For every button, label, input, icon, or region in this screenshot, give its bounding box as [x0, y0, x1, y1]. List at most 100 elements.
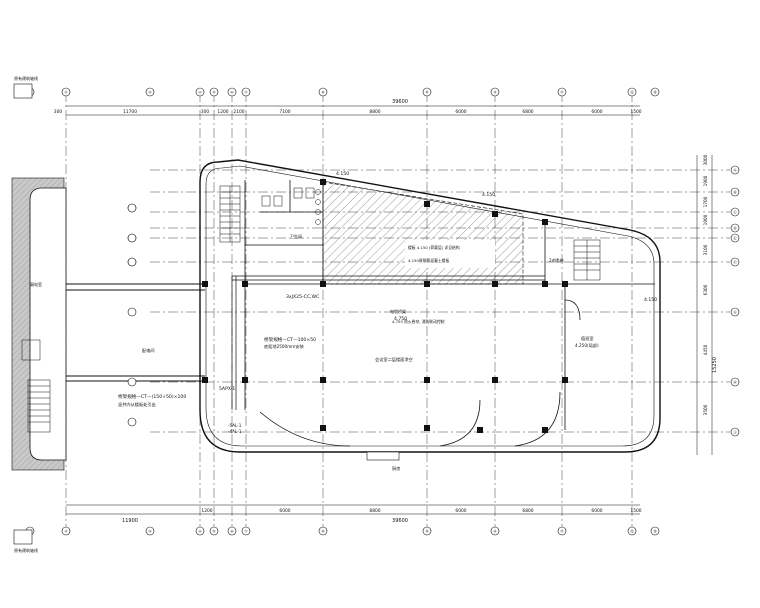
side-room-label: 值班室: [581, 335, 594, 342]
column: [202, 281, 208, 287]
level-4: 4.150: [644, 297, 657, 303]
column: [424, 281, 430, 287]
grid-bubble-label: Ⓒ: [733, 209, 737, 214]
dim-right-value: 3100: [703, 244, 708, 255]
dim-top-value: 6000: [591, 109, 602, 115]
grid-bubble: [557, 87, 567, 97]
grid-bubble: [730, 377, 740, 387]
grid-bubble-label: ⑪: [560, 89, 564, 94]
grid-bubble: [422, 87, 432, 97]
grid-bubble-label: ⑫: [630, 528, 634, 533]
stair-room-label: 2#楼梯: [549, 257, 564, 264]
corner-box-top: [13, 83, 33, 99]
main-entrance: [366, 451, 400, 461]
grid-bubble: [318, 526, 328, 536]
dim-top-value: 6000: [455, 109, 466, 115]
grid-bubble: [227, 526, 237, 536]
grid-bubble: [730, 307, 740, 317]
left-stair: [21, 339, 51, 433]
dashed-note: 电缆桥架: [390, 308, 406, 314]
structural-columns: [202, 179, 568, 433]
column: [424, 425, 430, 431]
tray-1b-label: 底距地2500mm安装: [264, 343, 305, 350]
dim-bottom-total: 39600: [392, 518, 408, 524]
column: [492, 377, 498, 383]
grid-bubble-label: ⑧: [321, 90, 325, 94]
corner-tag-bottom: 原有建筑轴线: [14, 547, 38, 553]
left-equip-label: 配电间: [142, 347, 155, 354]
dim-bottom-value: 6000: [455, 508, 466, 514]
dim-top-value: 1500: [630, 109, 641, 115]
level-2: 4.150: [482, 192, 495, 198]
grid-bubble-label: ⑧: [321, 529, 325, 533]
grid-bubble-label: ②: [64, 90, 67, 94]
dim-bottom-value: 1200: [201, 508, 212, 514]
dim-bottom-value: 6000: [279, 508, 290, 514]
column: [242, 377, 248, 383]
column: [542, 281, 548, 287]
grid-bubble: [127, 417, 137, 427]
column: [492, 211, 498, 217]
grid-bubble-label: ⑬: [653, 528, 657, 533]
grid-bubble: [241, 526, 251, 536]
wc-fixtures: [261, 187, 321, 225]
column: [542, 427, 548, 433]
dim-bottom-left: 11900: [122, 518, 138, 524]
right-dimension-chain: [696, 155, 713, 455]
dim-top-value: 300: [201, 109, 210, 115]
grid-bubble-label: ⑪: [560, 528, 564, 533]
dim-top-value: 6800: [522, 109, 533, 115]
grid-bubble: [127, 203, 137, 213]
grid-bubble: [127, 233, 137, 243]
hatched-note-1: 楼板 4.150 (荷载层) 详见结构: [408, 245, 460, 250]
grid-bubble-label: ⑦: [244, 529, 247, 533]
grid-bubble-label: ⑤: [212, 90, 216, 94]
grid-bubble: [127, 377, 137, 387]
dim-right-value: 4450: [703, 344, 708, 355]
tray-2-label: 桥架规格—CT—(150+50)×100: [118, 393, 186, 400]
grid-bubble: [650, 87, 660, 97]
dim-top-value: 300: [54, 109, 63, 115]
column: [424, 201, 430, 207]
panel-2-label: -4AL-1: [228, 429, 242, 434]
column: [542, 219, 548, 225]
dim-right-value: 1900: [703, 214, 708, 225]
dim-top-total: 39600: [392, 99, 408, 105]
column: [424, 377, 430, 383]
wc-label: 卫生间: [290, 233, 302, 239]
grid-bubble: [650, 526, 660, 536]
column: [562, 377, 568, 383]
grid-bubble-label: ④: [198, 529, 201, 533]
column: [320, 281, 326, 287]
column: [202, 377, 208, 383]
column: [492, 281, 498, 287]
grid-bubble-label: Ⓓ: [733, 225, 737, 230]
dim-right-value: 3000: [703, 154, 708, 165]
bottom-dimension-chain: [66, 504, 640, 515]
corner-box-bottom: [13, 529, 33, 545]
existing-building-outline: [29, 187, 67, 461]
grid-bubble-label: ②: [64, 529, 67, 533]
grid-bubble: [557, 526, 567, 536]
dim-top-value: 8800: [369, 109, 380, 115]
grid-bubble-label: ⑤: [212, 529, 216, 533]
grid-bubble-label: Ⓙ: [733, 429, 737, 434]
column: [320, 377, 326, 383]
grid-bubble: [209, 526, 219, 536]
grid-bubble-label: ⑫: [630, 89, 634, 94]
stair-2: [573, 239, 601, 281]
column: [320, 425, 326, 431]
dim-top-value: 11700: [123, 109, 137, 115]
grid-bubble: [127, 257, 137, 267]
grid-bubbles: ①①②②③③④④⑤⑤⑥⑥⑦⑦⑧⑧⑨⑨⑩⑩⑪⑪⑫⑫⑬⑬ⒶⒷⒸⒹⒺⒻⒼⒽⒿ: [25, 87, 740, 536]
building-outline: [199, 159, 661, 453]
grid-bubble: [209, 87, 219, 97]
grid-bubble-label: ⑥: [230, 529, 234, 533]
grid-bubble-label: ③: [148, 529, 151, 533]
grid-bubble: [145, 87, 155, 97]
hall-label: 会议室二层楼面净空: [375, 356, 413, 363]
dim-right-total: 15250: [712, 357, 718, 373]
